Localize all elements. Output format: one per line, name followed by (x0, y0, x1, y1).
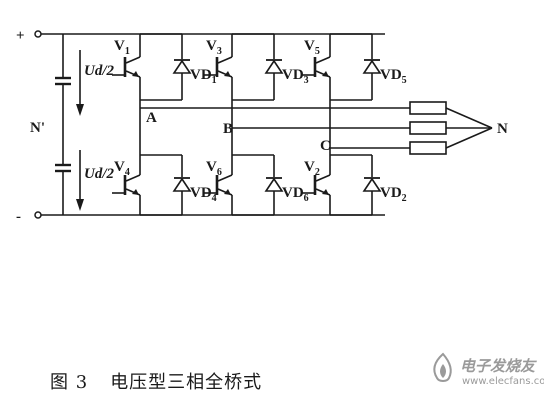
watermark: 电子发烧友 www.elecfans.com (428, 352, 544, 396)
switch-label: V3 (206, 38, 222, 57)
diode-label: VD5 (380, 67, 407, 86)
star-c (445, 127, 493, 149)
figure-number: 图 3 (50, 372, 89, 393)
midpoint-label: N' (30, 120, 45, 136)
switch-label: V2 (304, 159, 320, 178)
minus-terminal (34, 211, 42, 219)
neutral-label: N (497, 121, 508, 137)
switch-label: V6 (206, 159, 222, 178)
star-a (445, 107, 493, 129)
node-b-label: B (223, 121, 233, 137)
switch-label: V4 (114, 159, 130, 178)
diode-label: VD6 (282, 185, 309, 204)
switch-label: V5 (304, 38, 320, 57)
upper-voltage-label: Ud/2 (84, 63, 115, 79)
figure-title: 电压型三相全桥式 (110, 372, 263, 393)
plus-terminal-label: + (16, 28, 25, 44)
plus-terminal (34, 30, 42, 38)
lower-voltage-label: Ud/2 (84, 166, 115, 182)
switch-label: V1 (114, 38, 130, 57)
dc-link-capacitors (55, 34, 84, 215)
diode-label: VD4 (190, 185, 217, 204)
load-resistor-c (409, 141, 447, 155)
diode-label: VD1 (190, 67, 217, 86)
load-resistor-a (409, 101, 447, 115)
diode-label: VD2 (380, 185, 407, 204)
figure-caption: 图 3 电压型三相全桥式 (50, 368, 262, 394)
watermark-url: www.elecfans.com (462, 376, 544, 387)
node-c-label: C (320, 138, 331, 154)
diode-label: VD3 (282, 67, 309, 86)
watermark-brand: 电子发烧友 (460, 357, 536, 375)
watermark-logo-icon (433, 352, 452, 382)
node-a-label: A (146, 110, 157, 126)
minus-terminal-label: - (16, 209, 21, 225)
load-resistor-b (409, 121, 447, 135)
